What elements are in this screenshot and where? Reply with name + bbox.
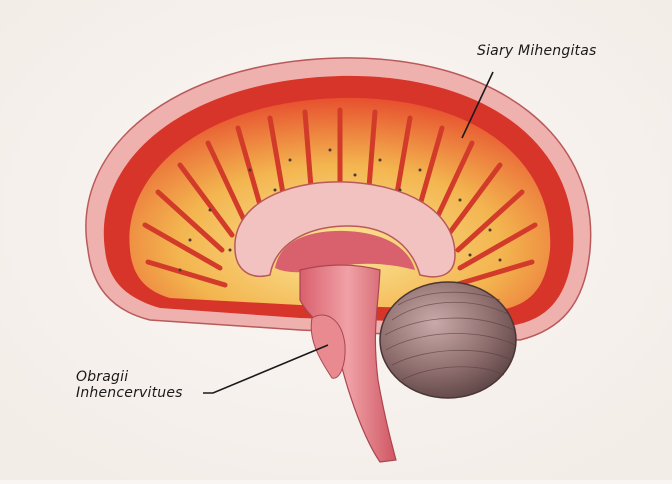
pons bbox=[310, 314, 346, 379]
cerebellum bbox=[379, 281, 517, 399]
speckles bbox=[178, 148, 502, 272]
label-bottom-line1: Obragii bbox=[76, 369, 129, 385]
leader-line-top bbox=[461, 71, 494, 139]
leader-line-bottom bbox=[203, 344, 329, 394]
label-bottom-line2: Inhencervitues bbox=[76, 385, 183, 401]
inner-core bbox=[234, 181, 456, 278]
label-top: Siary Mihengitas bbox=[477, 43, 597, 59]
label-bottom: Obragii Inhencervitues bbox=[76, 369, 183, 401]
ventricle bbox=[275, 230, 415, 273]
cerebellum-striations bbox=[384, 291, 516, 381]
